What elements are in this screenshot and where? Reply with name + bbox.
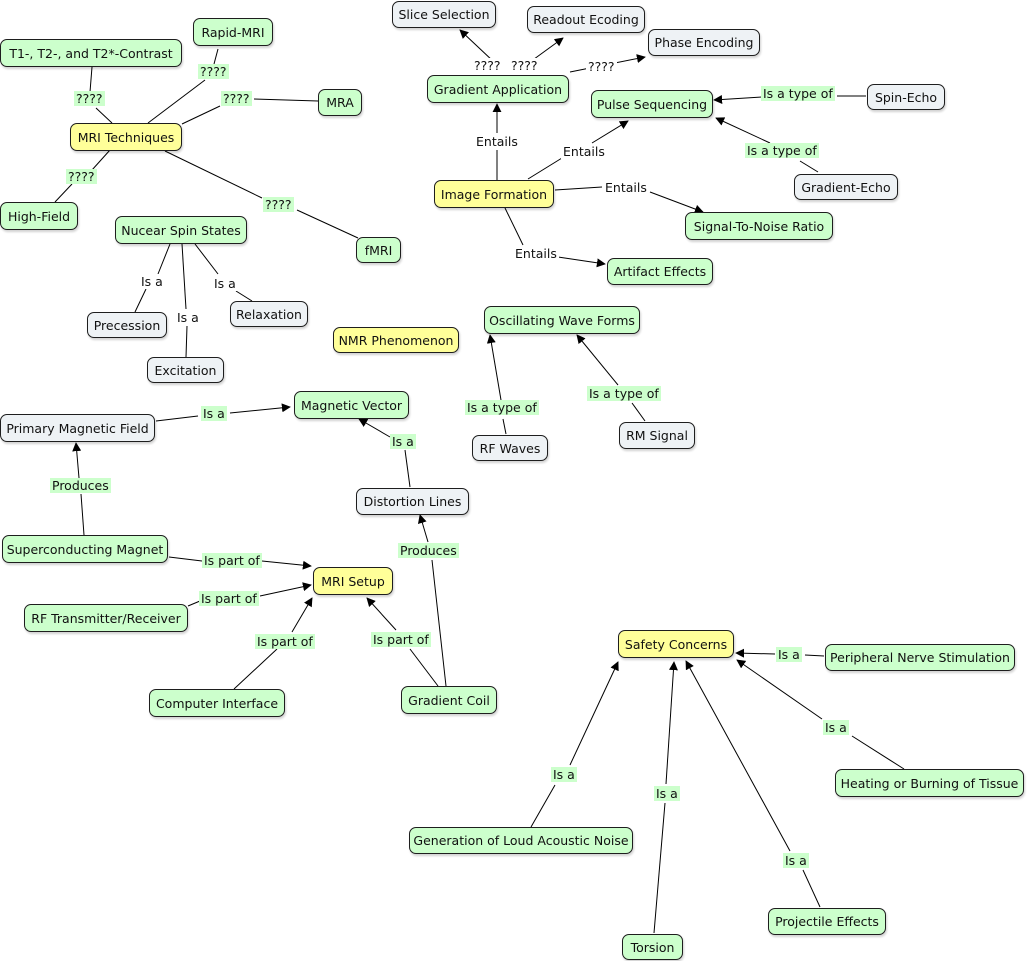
node-rf-waves[interactable]: RF Waves — [472, 435, 548, 461]
node-distortion-lines[interactable]: Distortion Lines — [356, 488, 469, 515]
link-label-produces-distortion: Produces — [398, 543, 459, 558]
node-precession[interactable]: Precession — [87, 312, 167, 338]
node-primary-magnetic-field[interactable]: Primary Magnetic Field — [0, 414, 155, 442]
link-label-q1: ???? — [74, 91, 105, 106]
node-oscillating-wave-forms[interactable]: Oscillating Wave Forms — [484, 306, 640, 334]
node-pulse-sequencing[interactable]: Pulse Sequencing — [591, 90, 713, 118]
link-label-entails-snr: Entails — [603, 180, 649, 195]
node-heating-burning-tissue[interactable]: Heating or Burning of Tissue — [835, 769, 1024, 797]
link-label-q3: ???? — [221, 91, 252, 106]
node-rf-transmitter-receiver[interactable]: RF Transmitter/Receiver — [24, 604, 188, 632]
node-artifact-effects[interactable]: Artifact Effects — [607, 258, 713, 285]
link-label-type-spin-echo: Is a type of — [761, 86, 835, 101]
node-loud-acoustic-noise[interactable]: Generation of Loud Acoustic Noise — [409, 827, 633, 854]
node-excitation[interactable]: Excitation — [147, 357, 224, 383]
link-label-q7: ???? — [509, 58, 540, 73]
node-t1-t2-contrast[interactable]: T1-, T2-, and T2*-Contrast — [0, 39, 182, 67]
node-rapid-mri[interactable]: Rapid-MRI — [193, 18, 273, 46]
node-high-field[interactable]: High-Field — [0, 202, 78, 230]
link-label-isa-peripheral: Is a — [776, 647, 802, 662]
link-label-q6: ???? — [472, 58, 503, 73]
link-label-isa-magnetic-vector: Is a — [201, 406, 227, 421]
node-nmr-phenomenon[interactable]: NMR Phenomenon — [333, 327, 459, 353]
link-label-isa-precession: Is a — [139, 274, 165, 289]
node-mri-techniques[interactable]: MRI Techniques — [70, 123, 182, 151]
node-nuclear-spin-states[interactable]: Nucear Spin States — [115, 216, 247, 244]
link-label-q2: ???? — [198, 64, 229, 79]
link-label-type-gradient-echo: Is a type of — [745, 143, 819, 158]
node-magnetic-vector[interactable]: Magnetic Vector — [294, 391, 409, 419]
node-relaxation[interactable]: Relaxation — [230, 301, 308, 327]
node-mri-setup[interactable]: MRI Setup — [313, 567, 393, 595]
link-label-isa-relaxation: Is a — [212, 276, 238, 291]
node-peripheral-nerve-stimulation[interactable]: Peripheral Nerve Stimulation — [825, 644, 1015, 671]
link-label-partof-superconducting: Is part of — [202, 553, 262, 568]
node-gradient-application[interactable]: Gradient Application — [427, 75, 569, 103]
link-label-isa-distortion: Is a — [390, 434, 416, 449]
node-torsion[interactable]: Torsion — [622, 934, 683, 960]
node-fmri[interactable]: fMRI — [356, 237, 401, 263]
node-image-formation[interactable]: Image Formation — [434, 180, 554, 208]
node-computer-interface[interactable]: Computer Interface — [149, 689, 285, 717]
node-readout-encoding[interactable]: Readout Ecoding — [527, 6, 645, 33]
link-label-q8: ???? — [586, 59, 617, 74]
link-label-isa-heating: Is a — [823, 720, 849, 735]
node-slice-selection[interactable]: Slice Selection — [392, 1, 496, 28]
link-label-entails-pulse: Entails — [561, 144, 607, 159]
link-label-isa-torsion: Is a — [654, 786, 680, 801]
node-safety-concerns[interactable]: Safety Concerns — [618, 630, 734, 658]
link-label-produces-field: Produces — [50, 478, 111, 493]
node-superconducting-magnet[interactable]: Superconducting Magnet — [2, 535, 168, 563]
node-spin-echo[interactable]: Spin-Echo — [867, 84, 945, 110]
link-label-partof-rf: Is part of — [199, 591, 259, 606]
node-mra[interactable]: MRA — [318, 89, 362, 116]
link-label-type-rm-signal: Is a type of — [587, 386, 661, 401]
link-label-entails-artifact: Entails — [513, 246, 559, 261]
node-gradient-coil[interactable]: Gradient Coil — [401, 686, 497, 714]
node-projectile-effects[interactable]: Projectile Effects — [768, 908, 886, 935]
link-label-isa-projectile: Is a — [783, 853, 809, 868]
node-gradient-echo[interactable]: Gradient-Echo — [794, 174, 898, 200]
link-label-q4: ???? — [66, 169, 97, 184]
node-rm-signal[interactable]: RM Signal — [619, 422, 695, 449]
link-label-partof-computer: Is part of — [255, 634, 315, 649]
node-signal-to-noise-ratio[interactable]: Signal-To-Noise Ratio — [685, 212, 833, 240]
link-label-q5: ???? — [263, 197, 294, 212]
link-label-partof-gradient-coil: Is part of — [371, 632, 431, 647]
link-label-isa-noise: Is a — [551, 767, 577, 782]
link-label-entails-gradient: Entails — [474, 134, 520, 149]
node-phase-encoding[interactable]: Phase Encoding — [648, 29, 760, 56]
link-label-isa-excitation: Is a — [175, 310, 201, 325]
link-label-type-rf-waves: Is a type of — [465, 400, 539, 415]
